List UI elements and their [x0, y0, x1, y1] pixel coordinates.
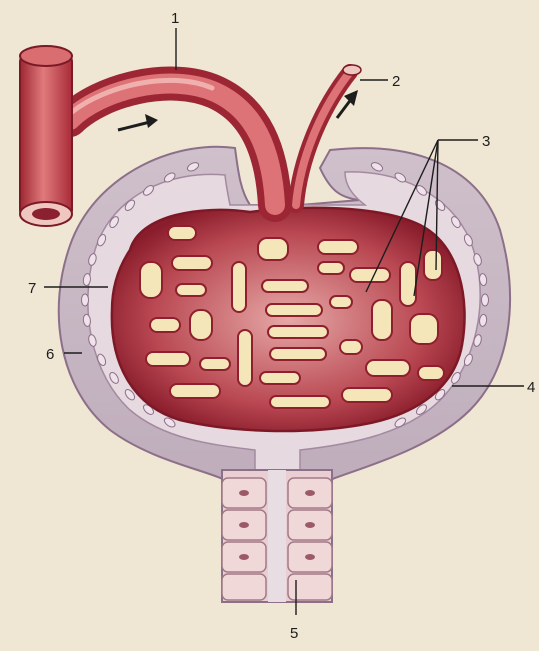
label-5: 5: [290, 625, 298, 642]
proximal-tubule: [222, 470, 332, 602]
label-7: 7: [28, 280, 36, 297]
label-3: 3: [482, 133, 490, 150]
flow-arrow-in: [118, 114, 158, 130]
interlobular-artery: [20, 46, 72, 226]
label-6: 6: [46, 346, 54, 363]
epithelial-cell: [82, 294, 89, 306]
epithelial-cell: [482, 294, 489, 306]
label-2: 2: [392, 73, 400, 90]
label-4: 4: [527, 379, 535, 396]
label-1: 1: [171, 10, 179, 27]
